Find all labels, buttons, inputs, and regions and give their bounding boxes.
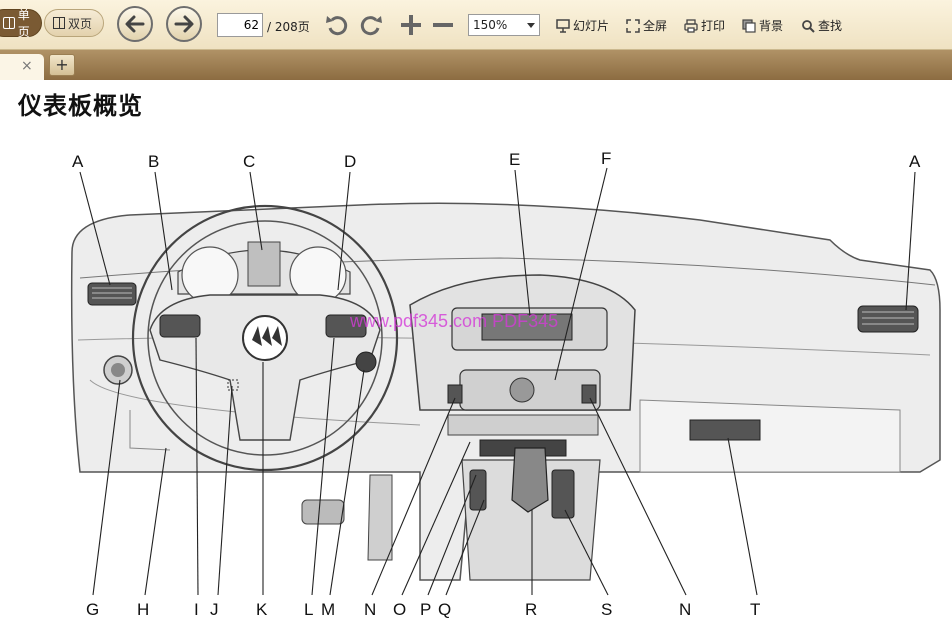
infotainment-display	[481, 313, 573, 341]
right-air-vent	[857, 305, 919, 333]
background-icon	[742, 18, 756, 33]
zoom-in-icon[interactable]	[398, 12, 424, 38]
previous-page-button[interactable]	[117, 6, 153, 42]
callout-t: T	[750, 600, 760, 619]
print-button[interactable]: 打印	[684, 17, 725, 34]
background-label: 背景	[759, 19, 784, 33]
callout-c: C	[243, 152, 255, 171]
ignition-switch	[355, 351, 377, 373]
search-label: 查找	[818, 19, 843, 33]
zoom-value: 150%	[473, 18, 508, 32]
page-title: 仪表板概览	[18, 92, 143, 120]
callout-d: D	[344, 152, 356, 171]
callout-leader-lines	[79, 167, 916, 596]
parking-brake-pedal	[301, 499, 345, 525]
chevron-down-icon	[527, 23, 535, 28]
print-label: 打印	[701, 19, 726, 33]
rotate-right-icon[interactable]	[358, 12, 384, 38]
zoom-out-icon[interactable]	[430, 12, 456, 38]
single-page-label: 单页	[17, 8, 30, 39]
callout-labels: A B C D E F A G H I J K L M N O P Q R S …	[72, 149, 921, 619]
fullscreen-button[interactable]: 全屏	[626, 17, 667, 34]
callout-b: B	[148, 152, 159, 171]
reader-toolbar: 单页 双页 62 / 208页 150% 幻灯片	[0, 0, 952, 50]
zoom-select[interactable]: 150%	[468, 14, 540, 36]
accelerator-pedal	[367, 474, 393, 561]
callout-m: M	[321, 600, 335, 619]
new-tab-button[interactable]: +	[49, 54, 75, 76]
callout-r: R	[525, 600, 537, 619]
callout-o: O	[393, 600, 406, 619]
close-tab-icon[interactable]: ×	[21, 58, 33, 74]
seat-controls	[551, 469, 575, 519]
arrow-left-icon	[125, 15, 145, 33]
callout-p: P	[420, 600, 431, 619]
fullscreen-icon	[626, 18, 640, 33]
page-number-input[interactable]: 62	[217, 13, 263, 37]
double-page-icon	[53, 17, 65, 29]
climate-controls	[447, 414, 599, 436]
slideshow-label: 幻灯片	[573, 19, 610, 33]
callout-s: S	[601, 600, 612, 619]
search-icon	[802, 19, 815, 33]
shift-lever	[511, 447, 549, 513]
dashboard-illustration: www.pdf345.com PDF345 A B C D E F A G H …	[70, 149, 941, 619]
callout-j: J	[210, 600, 219, 619]
double-page-button[interactable]: 双页	[44, 9, 104, 37]
glove-box-handle	[689, 419, 761, 441]
callout-h: H	[137, 600, 149, 619]
callout-e: E	[509, 150, 520, 169]
tab-strip: × +	[0, 50, 952, 80]
search-button[interactable]: 查找	[801, 17, 842, 34]
double-page-label: 双页	[68, 16, 93, 31]
slideshow-icon	[556, 18, 570, 33]
callout-n-right: N	[679, 600, 691, 619]
steering-wheel	[131, 204, 399, 472]
left-air-vent	[87, 282, 137, 306]
arrow-right-icon	[174, 15, 194, 33]
single-page-icon	[3, 17, 15, 29]
single-page-button[interactable]: 单页	[0, 8, 42, 39]
watermark-text: www.pdf345.com PDF345	[349, 311, 558, 331]
page-total-label: / 208页	[267, 20, 310, 34]
driver-info-center	[247, 241, 281, 287]
callout-a-right: A	[909, 152, 921, 171]
fullscreen-label: 全屏	[643, 19, 668, 33]
callout-q: Q	[438, 600, 451, 619]
document-page: 仪表板概览	[0, 80, 952, 634]
callout-k: K	[256, 600, 268, 619]
printer-icon	[684, 18, 698, 33]
callout-a-left: A	[72, 152, 84, 171]
callout-i: I	[194, 600, 199, 619]
slideshow-button[interactable]: 幻灯片	[556, 17, 609, 34]
callout-l: L	[304, 600, 313, 619]
background-button[interactable]: 背景	[742, 17, 783, 34]
rotate-left-icon[interactable]	[324, 12, 350, 38]
callout-n-left: N	[364, 600, 376, 619]
left-steering-controls	[159, 314, 201, 338]
callout-f: F	[601, 149, 611, 168]
document-tab[interactable]: ×	[0, 54, 44, 80]
callout-g: G	[86, 600, 99, 619]
next-page-button[interactable]	[166, 6, 202, 42]
right-steering-controls	[325, 314, 367, 338]
